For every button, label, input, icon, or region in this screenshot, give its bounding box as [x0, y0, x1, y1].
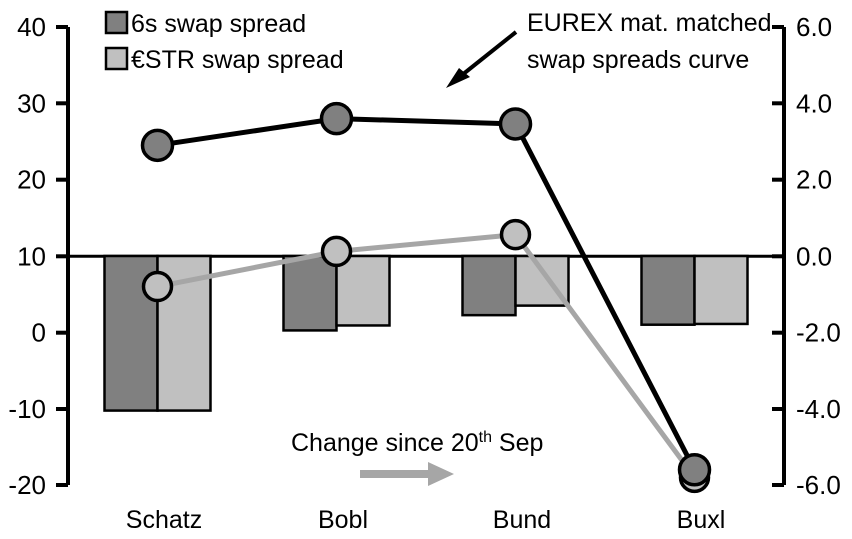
- change-since-main: Change since 20: [291, 429, 479, 457]
- marker-change-bobl: [320, 235, 353, 268]
- right-axis-label-6: -6.0: [796, 470, 841, 500]
- right-axis-label-5: -4.0: [796, 394, 841, 424]
- left-axis-label-1: 30: [17, 88, 46, 118]
- category-label-bobl: Bobl: [318, 506, 368, 534]
- bar-bund-series-0: [461, 254, 517, 317]
- change-since-tail: Sep: [492, 429, 543, 457]
- change-since-superscript: th: [479, 429, 492, 446]
- right-axis-tick-labels: 6.0 4.0 2.0 0.0 -2.0 -4.0 -6.0: [796, 12, 841, 500]
- legend-label-6s-swap-spread: 6s swap spread: [131, 10, 306, 38]
- change-since-annotation: Change since 20th Sep: [291, 429, 543, 486]
- marker-change-bund: [499, 218, 532, 251]
- eurex-note-line-2: swap spreads curve: [527, 46, 749, 74]
- legend: 6s swap spread €STR swap spread: [104, 10, 344, 74]
- lines-layer: [140, 101, 712, 494]
- bar-bobl-series-1: [335, 254, 391, 327]
- right-axis-label-2: 2.0: [796, 165, 832, 195]
- right-axis-ticks: [772, 25, 784, 487]
- category-label-bund: Bund: [493, 506, 551, 534]
- legend-swatch-6s-swap-spread: [104, 10, 129, 35]
- legend-swatch-estr-swap-spread: [104, 46, 129, 71]
- left-axis-label-5: -10: [8, 394, 46, 424]
- category-label-buxl: Buxl: [677, 506, 726, 534]
- bars-layer: [103, 254, 749, 412]
- left-axis-tick-labels: 40 30 20 10 0 -10 -20: [8, 12, 46, 500]
- right-axis-label-0: 6.0: [796, 12, 832, 42]
- eurex-curve-annotation: EUREX mat. matched swap spreads curve: [446, 9, 772, 88]
- marker-eurex-buxl: [677, 452, 712, 487]
- marker-change-schatz: [141, 270, 174, 303]
- eurex-note-line-1: EUREX mat. matched: [527, 9, 772, 37]
- category-labels: Schatz Bobl Bund Buxl: [126, 506, 726, 534]
- bar-buxl-series-0: [640, 254, 696, 326]
- right-axis-label-4: -2.0: [796, 318, 841, 348]
- left-axis-label-2: 20: [17, 165, 46, 195]
- line-change-since-curve: [157, 232, 697, 479]
- category-label-schatz: Schatz: [126, 506, 202, 534]
- eurex-annotation-arrow-icon: [446, 30, 518, 88]
- marker-eurex-bund: [498, 107, 533, 141]
- legend-label-estr-swap-spread: €STR swap spread: [131, 46, 344, 74]
- change-since-arrow-icon: [360, 462, 454, 486]
- left-axis-label-6: -20: [8, 470, 46, 500]
- left-axis-label-0: 40: [17, 12, 46, 42]
- marker-eurex-schatz: [140, 128, 175, 163]
- bar-bobl-series-0: [282, 254, 338, 332]
- right-axis-label-3: 0.0: [796, 241, 832, 271]
- change-since-label: Change since 20th Sep: [291, 429, 543, 457]
- marker-eurex-bobl: [319, 101, 354, 136]
- line-eurex-curve: [157, 116, 697, 471]
- bar-buxl-series-1: [693, 254, 749, 326]
- left-axis-label-4: 0: [32, 318, 46, 348]
- left-axis-label-3: 10: [17, 241, 46, 271]
- left-axis-ticks: [56, 25, 68, 487]
- right-axis-label-1: 4.0: [796, 88, 832, 118]
